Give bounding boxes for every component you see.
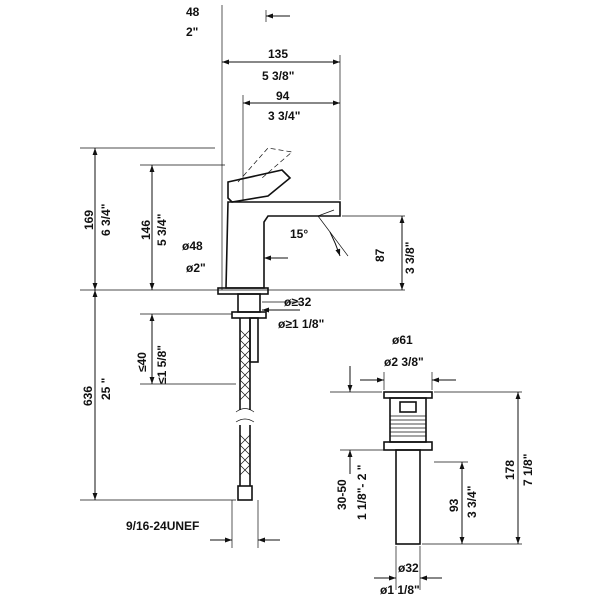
hose-braid [239, 329, 251, 476]
dim-135-in: 5 3/8" [262, 69, 294, 83]
fixing-nut [231, 311, 267, 319]
spout-tip-line [317, 209, 335, 217]
dim-636-in: 25 " [99, 378, 113, 400]
dim-48-in: 2" [186, 25, 198, 39]
dim-146-in: 5 3/4" [155, 214, 169, 246]
threaded-rod [249, 317, 259, 363]
faucet-side-view [217, 147, 341, 501]
base-plate [217, 287, 269, 295]
dim-dia32-in: ø1 1/8" [380, 583, 420, 597]
dim-87-mm: 87 [373, 248, 387, 262]
dim-146-mm: 146 [139, 220, 153, 240]
dimension-labels: 48 2" 135 5 3/8" 94 3 3/4" 169 6 3/4" 14… [81, 5, 535, 597]
dim-178-in: 7 1/8" [521, 454, 535, 486]
flexible-hose [239, 318, 251, 486]
dim-48-mm: 48 [186, 5, 200, 19]
dim-93-mm: 93 [447, 498, 461, 512]
waste-plug-slot [399, 401, 417, 413]
waste-nut [383, 441, 433, 451]
dim-93-in: 3 3/4" [465, 486, 479, 518]
dim-3050-in: 1 1/8"- 2 " [355, 465, 369, 520]
dim-40-mm: ≤40 [135, 352, 149, 372]
dim-thread: 9/16-24UNEF [126, 519, 199, 533]
hose-break [235, 408, 255, 423]
dim-169-in: 6 3/4" [99, 204, 113, 236]
dim-135-mm: 135 [268, 47, 288, 61]
dim-94-in: 3 3/4" [268, 109, 300, 123]
hose-connector [237, 485, 253, 501]
dimension-lines [80, 5, 522, 590]
dim-87-in: 3 3/8" [403, 242, 417, 274]
dim-636-mm: 636 [81, 386, 95, 406]
dim-dia32min-in: ø≥1 1/8" [278, 317, 324, 331]
waste-thread-lines [390, 415, 426, 437]
dim-dia61-in: ø2 3/8" [384, 355, 424, 369]
dim-dia32min-mm: ø≥32 [284, 295, 312, 309]
dim-3050-mm: 30-50 [335, 479, 349, 510]
faucet-body [225, 201, 341, 289]
dim-angle-15: 15° [290, 227, 308, 241]
lever-raised-outline [237, 147, 293, 183]
dim-dia48-in: ø2" [186, 261, 206, 275]
popup-waste-drawing [383, 391, 433, 545]
dim-dia32-mm: ø32 [398, 561, 419, 575]
waste-flange [383, 391, 433, 399]
dim-dia48-mm: ø48 [182, 239, 203, 253]
dim-169-mm: 169 [82, 210, 96, 230]
dim-40-in: ≤1 5/8" [155, 345, 169, 384]
dim-94-mm: 94 [276, 89, 290, 103]
mounting-shank [237, 293, 261, 313]
dim-dia61-mm: ø61 [392, 333, 413, 347]
waste-tailpiece [395, 449, 421, 545]
lever-handle [227, 169, 292, 203]
dim-178-mm: 178 [503, 460, 517, 480]
